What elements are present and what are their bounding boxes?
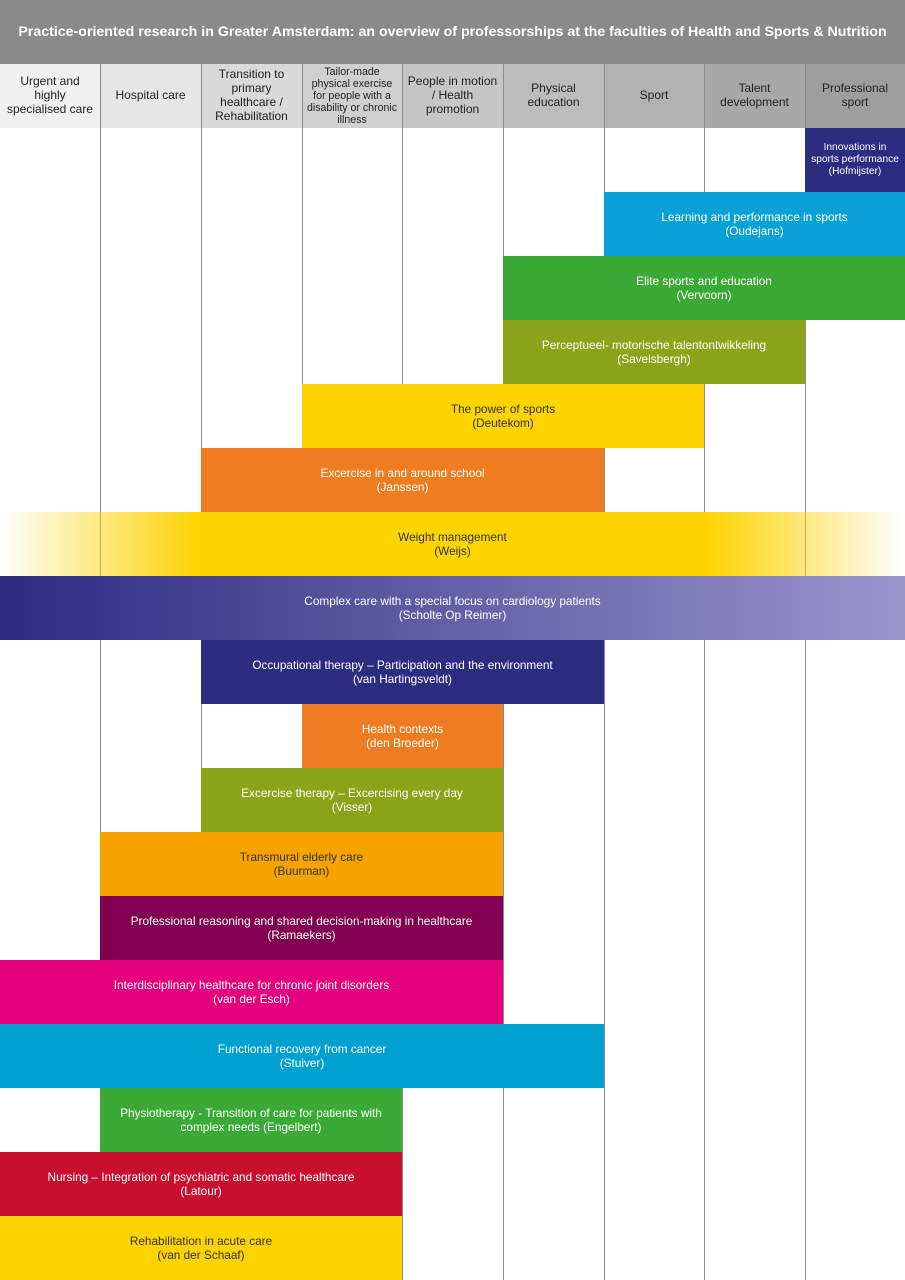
column-divider xyxy=(805,64,806,1280)
professorship-band: The power of sports(Deutekom) xyxy=(302,384,704,448)
professorship-band: Perceptueel- motorische talentontwikkeli… xyxy=(503,320,805,384)
professorship-title: Transmural elderly care xyxy=(239,849,364,864)
column-header-5: People in motion / Health promotion xyxy=(402,64,503,128)
professorship-band: Physiotherapy - Transition of care for p… xyxy=(100,1088,402,1152)
professorship-band: Weight management(Weijs) xyxy=(0,512,905,576)
professorship-band: Rehabilitation in acute care(van der Sch… xyxy=(0,1216,402,1280)
professorship-band: Transmural elderly care(Buurman) xyxy=(100,832,503,896)
professorship-band: Elite sports and education(Vervoorn) xyxy=(503,256,905,320)
professorship-holder: (van der Schaaf) xyxy=(157,1248,245,1262)
professorship-holder: (Hofmijster) xyxy=(828,166,882,178)
professorship-band: Health contexts(den Broeder) xyxy=(302,704,503,768)
professorship-title: Perceptueel- motorische talentontwikkeli… xyxy=(541,337,767,352)
professorship-holder: (Oudejans) xyxy=(725,224,784,238)
professorship-band: Nursing – Integration of psychiatric and… xyxy=(0,1152,402,1216)
professorship-holder: (van Hartingsveldt) xyxy=(352,672,452,686)
professorship-title: Health contexts xyxy=(361,721,444,736)
professorship-band: Occupational therapy – Participation and… xyxy=(201,640,604,704)
professorship-holder: (Stuiver) xyxy=(279,1056,325,1070)
professorship-band: Complex care with a special focus on car… xyxy=(0,576,905,640)
column-header-6: Physical education xyxy=(503,64,604,128)
column-divider xyxy=(604,64,605,1280)
column-divider xyxy=(100,64,101,1280)
professorship-title: Innovations in sports performance xyxy=(811,141,899,165)
column-divider xyxy=(704,64,705,1280)
professorship-title: The power of sports xyxy=(450,401,556,416)
professorship-band: Functional recovery from cancer(Stuiver) xyxy=(0,1024,604,1088)
professorship-title: Occupational therapy – Participation and… xyxy=(252,657,553,672)
professorship-title: Excercise therapy – Excercising every da… xyxy=(241,785,463,800)
professorship-holder: (Savelsbergh) xyxy=(617,352,691,366)
professorship-band: Innovations in sports performance(Hofmij… xyxy=(805,128,905,192)
professorship-holder: (Janssen) xyxy=(376,480,429,494)
professorship-band: Learning and performance in sports(Oudej… xyxy=(604,192,905,256)
professorship-title: Functional recovery from cancer xyxy=(217,1041,387,1056)
professorship-band: Interdisciplinary healthcare for chronic… xyxy=(0,960,503,1024)
professorship-title: Learning and performance in sports xyxy=(661,209,848,224)
professorship-holder: (Visser) xyxy=(331,800,373,814)
professorship-holder: (Weijs) xyxy=(434,544,471,558)
professorship-holder: (Vervoorn) xyxy=(676,288,732,302)
column-header-7: Sport xyxy=(604,64,704,128)
professorship-title: Nursing – Integration of psychiatric and… xyxy=(47,1169,355,1184)
column-header-4: Tailor-made physical exercise for people… xyxy=(302,64,402,128)
column-header-3: Transition to primary healthcare / Rehab… xyxy=(201,64,302,128)
professorship-title: Professional reasoning and shared decisi… xyxy=(130,913,473,928)
professorship-band: Excercise in and around school(Janssen) xyxy=(201,448,604,512)
column-header-2: Hospital care xyxy=(100,64,201,128)
professorship-title: Physiotherapy - Transition of care for p… xyxy=(120,1105,382,1134)
column-header-8: Talent development xyxy=(704,64,805,128)
professorship-title: Complex care with a special focus on car… xyxy=(304,593,601,608)
professorship-holder: (Buurman) xyxy=(273,864,330,878)
professorship-title: Rehabilitation in acute care xyxy=(129,1233,273,1248)
professorship-title: Interdisciplinary healthcare for chronic… xyxy=(113,977,390,992)
professorship-holder: (van der Esch) xyxy=(213,992,290,1006)
professorship-holder: (Scholte Op Reimer) xyxy=(398,608,507,622)
column-header-1: Urgent and highly specialised care xyxy=(0,64,100,128)
professorship-holder: (Deutekom) xyxy=(472,416,534,430)
professorship-title: Excercise in and around school xyxy=(320,465,485,480)
professorship-band: Professional reasoning and shared decisi… xyxy=(100,896,503,960)
professorship-band: Excercise therapy – Excercising every da… xyxy=(201,768,503,832)
page-title: Practice-oriented research in Greater Am… xyxy=(0,0,905,64)
professorship-holder: (Ramaekers) xyxy=(267,928,336,942)
professorship-holder: (Latour) xyxy=(180,1184,222,1198)
professorship-title: Elite sports and education xyxy=(636,273,772,288)
professorship-title: Weight management xyxy=(398,529,507,544)
column-header-9: Professional sport xyxy=(805,64,905,128)
professorship-holder: (den Broeder) xyxy=(366,736,439,750)
